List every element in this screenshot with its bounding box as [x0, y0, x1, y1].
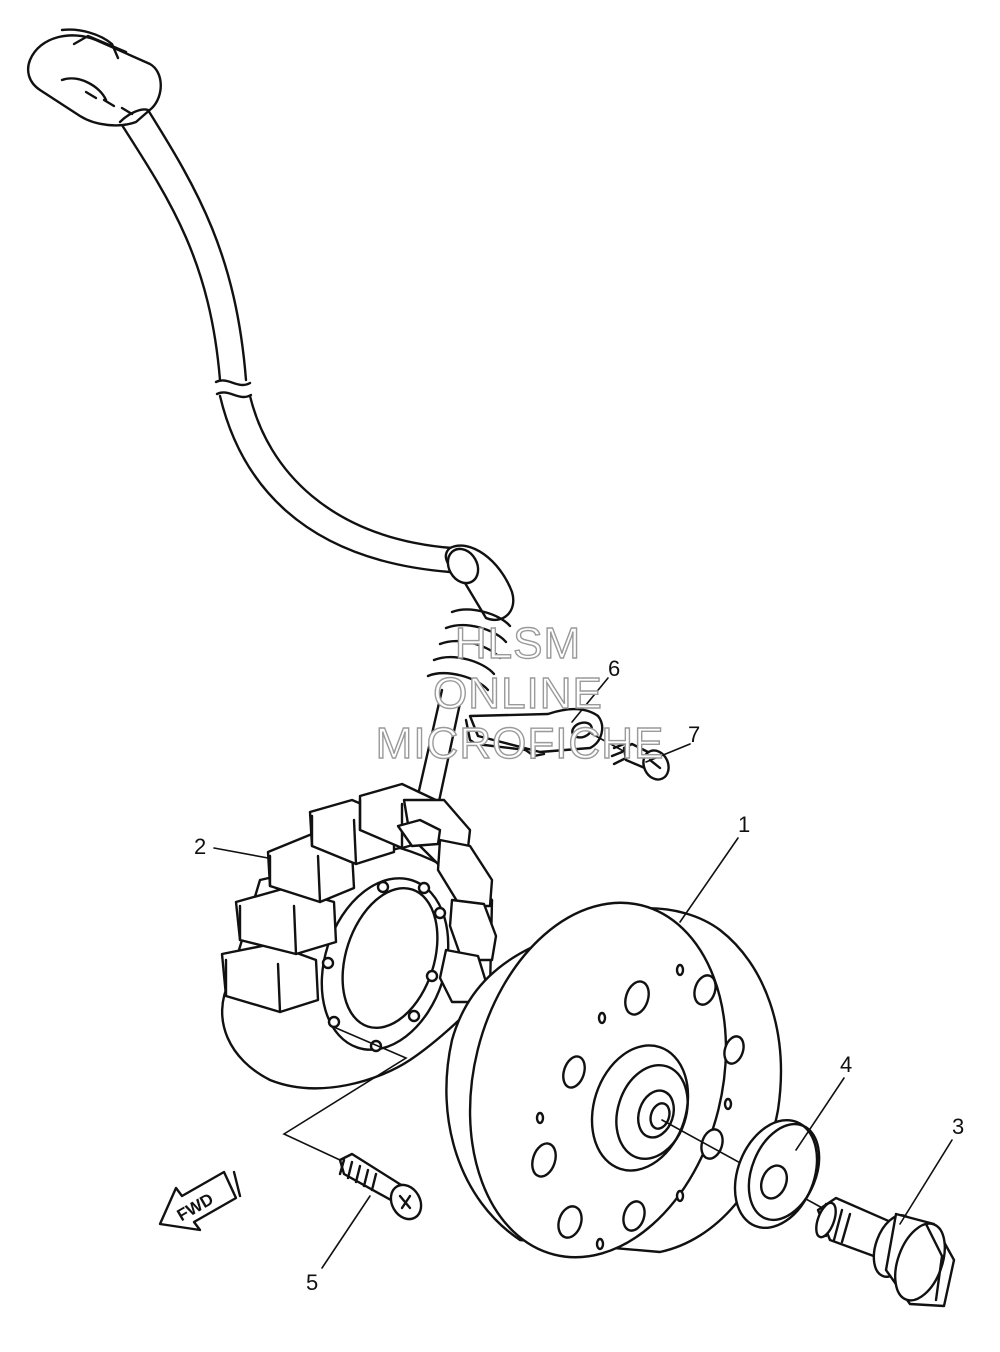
watermark: HLSM ONLINE MICROFICHE: [375, 618, 665, 768]
wire-harness: [26, 28, 515, 836]
watermark-line-1: HLSM: [455, 619, 581, 668]
callout-6: 6: [608, 656, 620, 681]
wire-clamp-bracket: [464, 707, 604, 758]
flywheel-rotor: [445, 901, 783, 1259]
watermark-line-3: MICROFICHE: [376, 719, 665, 768]
stator-screw: [338, 1152, 423, 1221]
stator-coil: [220, 782, 498, 1090]
bracket-screw: [610, 742, 670, 781]
leader-lines: [213, 677, 953, 1269]
washer: [733, 1118, 821, 1230]
flywheel-bolt: [815, 1196, 956, 1308]
callout-3: 3: [952, 1114, 964, 1139]
callout-1: 1: [738, 812, 750, 837]
callout-5: 5: [306, 1270, 318, 1295]
callout-2: 2: [194, 834, 206, 859]
callout-4: 4: [840, 1052, 852, 1077]
callout-7: 7: [688, 722, 700, 747]
forward-direction-arrow: FWD: [158, 1170, 242, 1232]
callout-labels: 1 2 3 4 5 6 7: [194, 656, 964, 1295]
watermark-line-2: ONLINE: [433, 669, 603, 718]
